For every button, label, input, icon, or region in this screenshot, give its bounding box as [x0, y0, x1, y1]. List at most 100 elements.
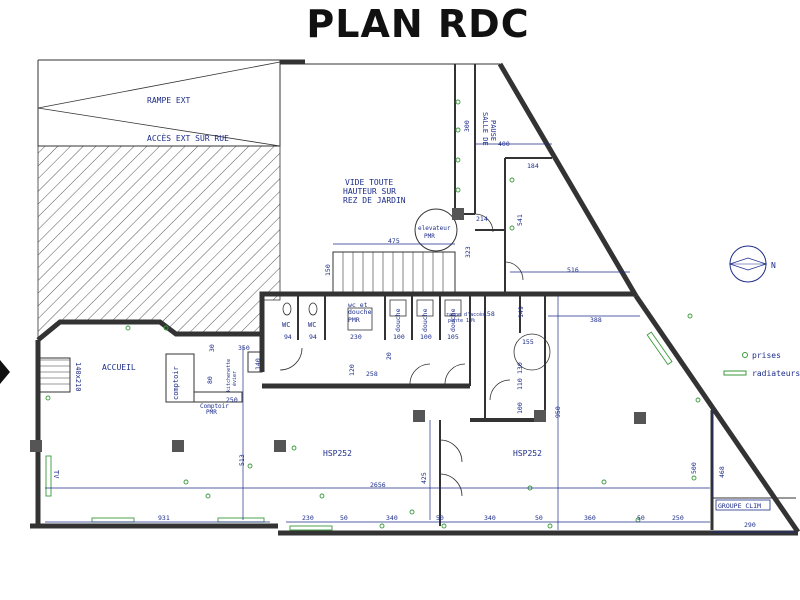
dim-158: 158 — [483, 310, 495, 318]
dim-258: 258 — [366, 370, 378, 378]
dim-50d: 50 — [637, 514, 645, 522]
dim-290: 290 — [744, 521, 756, 529]
dim-425: 425 — [420, 472, 428, 484]
dim-230b: 230 — [302, 514, 314, 522]
label-kitchen-1: kitchenette — [226, 359, 232, 392]
label-douche-1: douche — [394, 308, 402, 332]
dim-149: 149 — [517, 306, 525, 318]
entrance-door — [39, 357, 71, 393]
dim-931: 931 — [158, 514, 170, 522]
label-vide-2: HAUTEUR SUR — [343, 187, 396, 196]
dim-388: 388 — [590, 316, 602, 324]
dim-250b: 250 — [226, 396, 238, 404]
dim-516: 516 — [567, 266, 579, 274]
staircase — [332, 251, 456, 295]
label-rampe-ext: RAMPE EXT — [147, 96, 191, 105]
dim-360: 360 — [584, 514, 596, 522]
label-comptoir-pmr-2: PMR — [206, 409, 217, 416]
dim-400: 400 — [498, 140, 510, 148]
dim-468: 468 — [718, 466, 726, 478]
dim-100c: 100 — [516, 402, 524, 414]
legend-prises: prises — [752, 351, 781, 360]
dim-155: 155 — [522, 338, 534, 346]
dim-214: 214 — [476, 215, 488, 223]
dim-120: 120 — [348, 364, 356, 376]
label-vide-3: REZ DE JARDIN — [343, 196, 406, 205]
dim-475: 475 — [388, 237, 400, 245]
label-groupe-clim: GROUPE CLIM — [718, 502, 761, 510]
label-wc-1: WC — [282, 321, 290, 329]
dim-130: 130 — [516, 362, 524, 374]
label-wc-douche-3: PMR — [348, 316, 360, 324]
dim-513: 513 — [238, 454, 246, 466]
legend-outlet-symbol — [742, 352, 748, 358]
dim-323: 323 — [464, 246, 472, 258]
label-elevator-2: PMR — [424, 233, 435, 240]
label-accueil: ACCUEIL — [102, 363, 136, 372]
dim-105: 105 — [447, 333, 459, 341]
dim-140: 140 — [254, 358, 262, 370]
label-douche-3: douche — [449, 308, 457, 332]
dim-50a: 50 — [340, 514, 348, 522]
legend-radiator-symbol — [723, 370, 747, 376]
hatched-zone — [37, 145, 281, 341]
diagonal-wall — [497, 62, 639, 298]
north-room-wall — [36, 319, 262, 342]
dim-50b: 50 — [436, 514, 444, 522]
label-salle-pause-2: PAUSE — [489, 120, 497, 141]
dim-184: 184 — [527, 162, 539, 170]
dim-20: 20 — [385, 352, 393, 360]
label-wc-2: WC — [308, 321, 316, 329]
dim-110: 110 — [516, 378, 524, 390]
dim-100b: 100 — [420, 333, 432, 341]
label-entrance-size: 140x210 — [74, 362, 82, 392]
label-tv: TV — [52, 470, 60, 479]
entrance-arrow-icon — [0, 360, 10, 384]
dim-230a: 230 — [350, 333, 362, 341]
label-salle-pause-1: SALLE DE — [481, 112, 489, 146]
label-hsp-right: HSP252 — [513, 449, 542, 458]
compass-north-label: N — [771, 261, 776, 270]
elevator-symbol — [414, 208, 458, 252]
dimension-lines — [45, 143, 796, 533]
dim-100a: 100 — [393, 333, 405, 341]
pillars — [30, 208, 646, 452]
dim-94a: 94 — [284, 333, 292, 341]
label-elevator-1: elevateur — [418, 225, 451, 232]
ramp-line — [37, 61, 281, 109]
label-wc-douche-2: douche — [348, 308, 372, 316]
label-douche-note-1: rampe d'accès — [446, 311, 485, 318]
label-acces-ext: ACCÈS EXT SUR RUE — [147, 132, 229, 143]
radiators — [45, 331, 673, 531]
label-comptoir-pmr-1: Comptoir — [200, 403, 229, 410]
dim-150: 150 — [324, 264, 332, 276]
dim-340a: 340 — [386, 514, 398, 522]
dim-94b: 94 — [309, 333, 317, 341]
dim-500: 500 — [690, 462, 698, 474]
dim-300: 300 — [463, 120, 471, 132]
label-kitchen-2: évier — [231, 371, 238, 386]
dim-2656: 2656 — [370, 481, 386, 489]
legend-radiateurs: radiateurs — [752, 369, 800, 378]
label-hsp-left: HSP252 — [323, 449, 352, 458]
dim-50c: 50 — [535, 514, 543, 522]
dim-350: 350 — [238, 344, 250, 352]
compass-icon — [728, 245, 768, 283]
label-vide-1: VIDE TOUTE — [345, 178, 393, 187]
ramp-line — [37, 107, 281, 147]
label-douche-2: douche — [421, 308, 429, 332]
sanitary-block — [279, 213, 551, 497]
label-comptoir: comptoir — [172, 366, 180, 400]
page-title: PLAN RDC — [306, 2, 530, 46]
dim-30: 30 — [208, 344, 216, 352]
services-wall — [259, 291, 636, 372]
groupe-clim-box — [715, 499, 771, 511]
dim-340b: 340 — [484, 514, 496, 522]
dim-80: 80 — [206, 376, 214, 384]
dim-541: 541 — [516, 214, 524, 226]
diagonal-wall-east — [633, 294, 800, 534]
label-douche-note-2: pente 10% — [448, 318, 475, 324]
dim-950: 950 — [554, 406, 562, 418]
dim-250a: 250 — [672, 514, 684, 522]
